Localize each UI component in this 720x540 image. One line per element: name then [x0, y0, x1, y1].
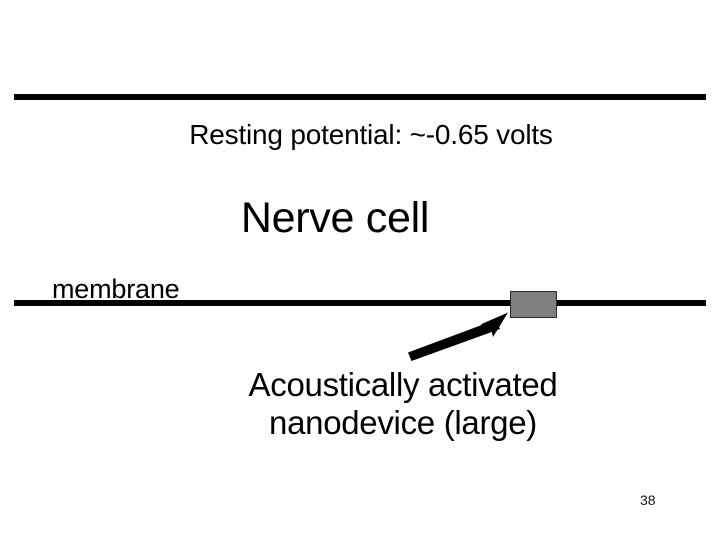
caption-line-2: nanodevice (large) — [269, 403, 537, 441]
membrane-line-top — [14, 94, 706, 100]
nanodevice-block — [510, 291, 557, 318]
membrane-label: membrane — [52, 274, 180, 304]
pointer-arrow-icon — [408, 312, 508, 361]
caption-line-1: Acoustically activated — [248, 366, 558, 403]
slide-title-nerve-cell: Nerve cell — [240, 194, 430, 242]
resting-potential-label: Resting potential: ~-0.65 volts — [189, 119, 553, 150]
membrane-line-bottom — [14, 300, 706, 306]
nanodevice-caption: Acoustically activated nanodevice (large… — [43, 366, 720, 442]
page-number: 38 — [640, 492, 656, 508]
